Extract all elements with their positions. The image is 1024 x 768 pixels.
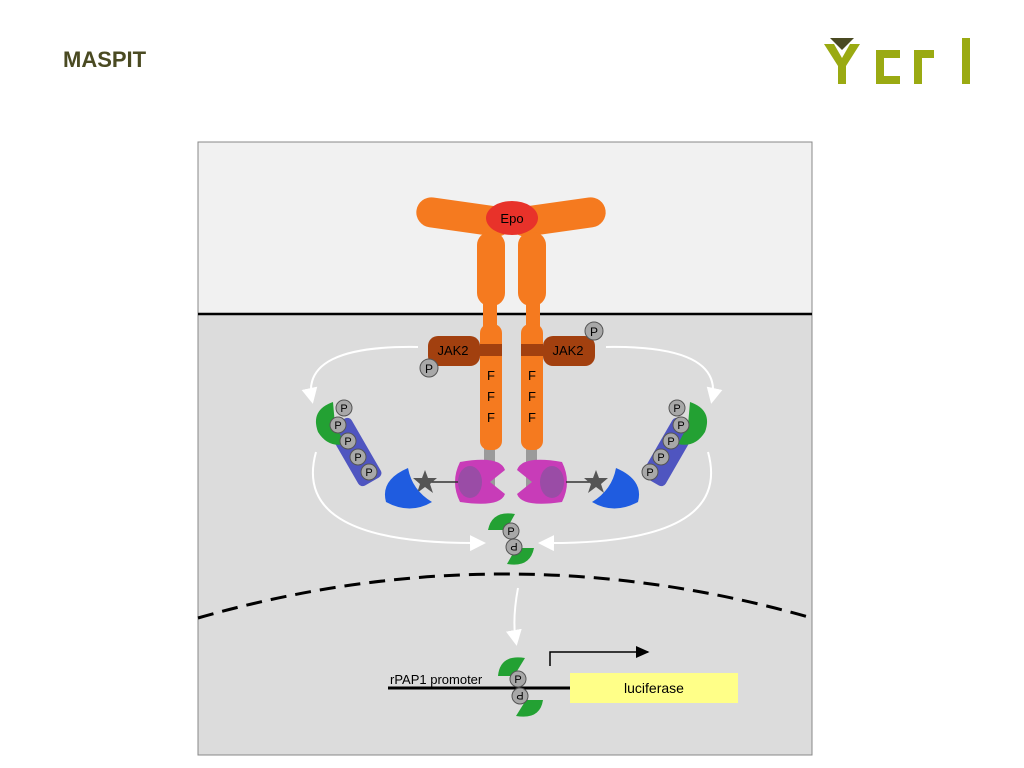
residue-left-2: F xyxy=(487,389,495,404)
epo-label: Epo xyxy=(500,211,523,226)
fkbp-right xyxy=(517,459,567,504)
phospho-bait-right-4: P xyxy=(657,452,664,464)
phospho-bait-right-2: P xyxy=(677,420,684,432)
stat-dimer-cytoplasm: P P xyxy=(488,513,534,565)
residue-right-1: F xyxy=(528,368,536,383)
arrow-dimer-to-nucleus xyxy=(505,587,522,646)
prey-left xyxy=(384,468,432,509)
arrow-jak-to-bait-right xyxy=(605,345,723,404)
star-right xyxy=(584,470,608,493)
nuclear-membrane xyxy=(197,572,813,620)
stat-right xyxy=(678,402,708,445)
promoter-label: rPAP1 promoter xyxy=(390,672,483,687)
phospho-bait-right-1: P xyxy=(673,403,680,415)
residue-right-3: F xyxy=(528,410,536,425)
phospho-dimer-1: P xyxy=(507,526,514,538)
phospho-jak2-right: P xyxy=(590,325,598,339)
phospho-bait-left-1: P xyxy=(340,403,347,415)
epo-ligand xyxy=(486,201,538,235)
residue-right-2: F xyxy=(528,389,536,404)
fkbp-left xyxy=(455,459,505,504)
jak2-right-label: JAK2 xyxy=(552,343,583,358)
phospho-bait-right-5: P xyxy=(646,467,653,479)
phospho-dna-2: P xyxy=(516,689,523,701)
prey-right xyxy=(592,468,640,509)
phospho-bait-left-4: P xyxy=(354,452,361,464)
arrow-jak-to-bait-left xyxy=(301,345,419,404)
phospho-dimer-2: P xyxy=(510,540,517,552)
star-left xyxy=(413,470,437,493)
phospho-bait-left-2: P xyxy=(334,420,341,432)
slide-title: MASPIT xyxy=(63,47,147,72)
luciferase-box xyxy=(570,673,738,703)
phospho-bait-left-3: P xyxy=(344,436,351,448)
phospho-jak2-left: P xyxy=(425,362,433,376)
phospho-dna-1: P xyxy=(514,674,521,686)
jak2-left-label: JAK2 xyxy=(437,343,468,358)
ycrl-logo xyxy=(824,38,970,84)
arrow-bait-to-dimer-left xyxy=(311,451,486,552)
luciferase-label: luciferase xyxy=(624,680,684,696)
transcription-arrow xyxy=(549,646,650,666)
jak2-left xyxy=(428,336,480,366)
jak2-right xyxy=(543,336,595,366)
stat-dimer-dna: P P xyxy=(498,657,543,717)
epo-receptor-left xyxy=(416,197,512,450)
residue-left-1: F xyxy=(487,368,495,383)
phospho-bait-left-5: P xyxy=(365,467,372,479)
residue-left-3: F xyxy=(487,410,495,425)
arrow-bait-to-dimer-right xyxy=(538,451,713,552)
phospho-bait-right-3: P xyxy=(667,436,674,448)
